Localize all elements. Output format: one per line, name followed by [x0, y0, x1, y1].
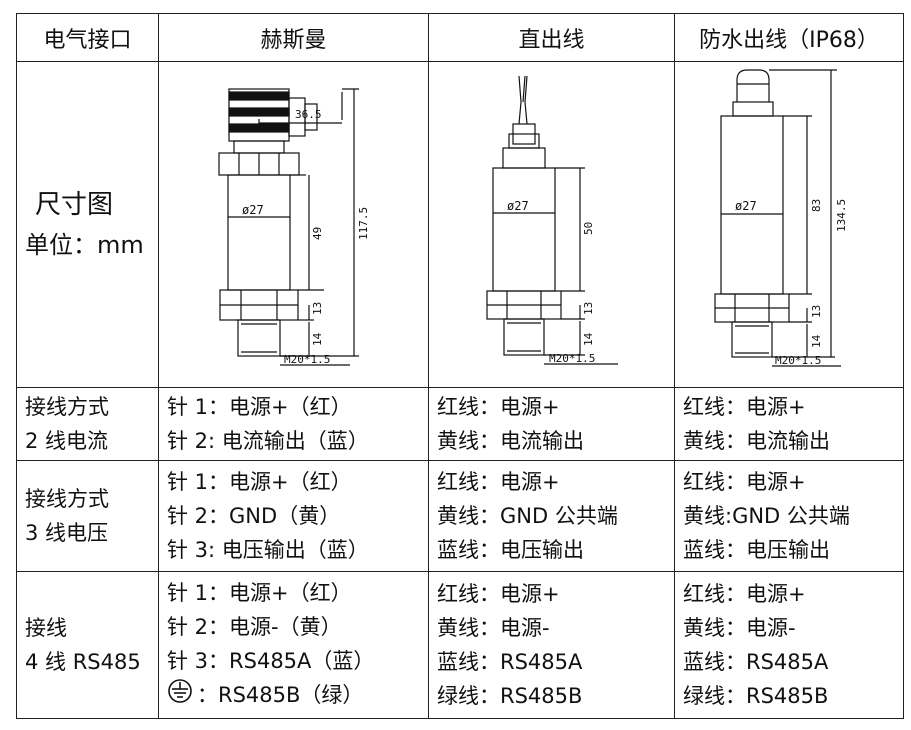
wiring-line: 黄线：电源-: [683, 616, 796, 640]
dim-diameter: ø27: [507, 199, 529, 213]
dim-total: 117.5: [357, 207, 370, 240]
wiring-line: 针 3：RS485A（蓝）: [167, 649, 375, 673]
waterproof-dimension-drawing: ø27 83 134.5 13 14 M20*1.5: [714, 69, 848, 367]
dim-thread-length: 14: [810, 334, 823, 348]
wiring-line: 针 1：电源+（红）: [167, 470, 352, 494]
dim-top-width: 36.5: [295, 108, 322, 121]
header-row: 电气接口 赫斯曼 直出线 防水出线（IP68）: [16, 13, 904, 62]
dim-thread-length: 14: [311, 332, 324, 346]
dim-total: 134.5: [835, 199, 848, 232]
row-label: 接线方式: [25, 395, 109, 419]
row-label: 接线: [25, 616, 67, 640]
wiring-line: 黄线：电流输出: [683, 429, 830, 453]
direct-wiring-cell: 红线：电源+ 黄线：电源- 蓝线：RS485A 绿线：RS485B: [428, 571, 675, 719]
direct-wiring-cell: 红线：电源+ 黄线：GND 公共端 蓝线：电压输出: [428, 460, 675, 572]
wiring-line: 针 2：电源-（黄）: [167, 615, 342, 639]
wiring-text: ：RS485B（绿）: [197, 683, 364, 707]
dim-hex: 13: [810, 305, 823, 318]
wiring-line-ground: ：RS485B（绿）: [159, 678, 428, 714]
wiring-row-2wire: 接线方式 2 线电流 针 1：电源+（红） 针 2: 电流输出（蓝） 红线：电源…: [16, 387, 904, 461]
wiring-line: 蓝线：RS485A: [437, 650, 583, 674]
dimension-label-cell: 尺寸图 单位：mm: [16, 61, 159, 388]
wiring-line: 针 3: 电压输出（蓝）: [167, 538, 369, 562]
row-label-cell: 接线 4 线 RS485: [16, 571, 159, 719]
row-label-cell: 接线方式 2 线电流: [16, 387, 159, 461]
wiring-line: 绿线：RS485B: [683, 684, 829, 708]
dim-hex: 13: [311, 302, 324, 315]
dim-thread: M20*1.5: [284, 353, 330, 366]
direct-dimension-drawing: ø27 50 13 14 M20*1.5: [486, 75, 618, 365]
dim-body: 83: [810, 199, 823, 212]
header-cell-hirschmann: 赫斯曼: [158, 13, 429, 62]
dim-body: 49: [311, 227, 324, 240]
wiring-line: 蓝线：RS485A: [683, 650, 829, 674]
dimension-label: 尺寸图: [35, 189, 114, 220]
hirschmann-drawing-cell: 36.5 ø27 49 117.5 13 14 M20*1.5: [158, 61, 429, 388]
hirschmann-wiring-cell: 针 1：电源+（红） 针 2：GND（黄） 针 3: 电压输出（蓝）: [158, 460, 429, 572]
waterproof-wiring-cell: 红线：电源+ 黄线：电流输出: [674, 387, 904, 461]
dim-diameter: ø27: [735, 199, 757, 213]
dimension-row: 尺寸图 单位：mm: [16, 61, 904, 388]
dim-body: 50: [582, 222, 595, 235]
dim-thread: M20*1.5: [549, 352, 595, 365]
wiring-line: 红线：电源+: [437, 582, 560, 606]
header-cell-direct: 直出线: [428, 13, 675, 62]
header-cell-interface: 电气接口: [16, 13, 159, 62]
dim-diameter: ø27: [242, 203, 264, 217]
waterproof-wiring-cell: 红线：电源+ 黄线:GND 公共端 蓝线：电压输出: [674, 460, 904, 572]
wiring-line: 针 2: 电流输出（蓝）: [167, 429, 369, 453]
waterproof-drawing-cell: ø27 83 134.5 13 14 M20*1.5: [674, 61, 904, 388]
dim-hex: 13: [582, 302, 595, 315]
wiring-line: 针 1：电源+（红）: [167, 395, 352, 419]
unit-label: 单位：mm: [25, 230, 144, 259]
wiring-line: 黄线：电流输出: [437, 429, 584, 453]
wiring-line: 蓝线：电压输出: [683, 538, 830, 562]
row-label: 4 线 RS485: [25, 650, 141, 674]
row-label: 2 线电流: [25, 429, 109, 453]
wiring-line: 红线：电源+: [683, 582, 806, 606]
wiring-line: 红线：电源+: [683, 395, 806, 419]
header-cell-waterproof: 防水出线（IP68）: [674, 13, 904, 62]
wiring-line: 红线：电源+: [437, 470, 560, 494]
hirschmann-wiring-cell: 针 1：电源+（红） 针 2：电源-（黄） 针 3：RS485A（蓝） ：RS4…: [158, 571, 429, 719]
hirschmann-dimension-drawing: 36.5 ø27 49 117.5 13 14 M20*1.5: [218, 88, 370, 366]
wiring-line: 黄线：电源-: [437, 616, 550, 640]
row-label-cell: 接线方式 3 线电压: [16, 460, 159, 572]
earth-ground-icon: [167, 678, 193, 714]
wiring-line: 红线：电源+: [437, 395, 560, 419]
wiring-line: 黄线：GND 公共端: [437, 504, 618, 528]
hirschmann-wiring-cell: 针 1：电源+（红） 针 2: 电流输出（蓝）: [158, 387, 429, 461]
direct-drawing-cell: ø27 50 13 14 M20*1.5: [428, 61, 675, 388]
dim-thread-length: 14: [582, 332, 595, 346]
direct-wiring-cell: 红线：电源+ 黄线：电流输出: [428, 387, 675, 461]
row-label: 接线方式: [25, 487, 109, 511]
spec-table: 电气接口 赫斯曼 直出线 防水出线（IP68） 尺寸图 单位：mm: [16, 13, 904, 719]
waterproof-wiring-cell: 红线：电源+ 黄线：电源- 蓝线：RS485A 绿线：RS485B: [674, 571, 904, 719]
wiring-line: 红线：电源+: [683, 470, 806, 494]
wiring-row-rs485: 接线 4 线 RS485 针 1：电源+（红） 针 2：电源-（黄） 针 3：R…: [16, 571, 904, 719]
wiring-line: 针 2：GND（黄）: [167, 504, 341, 528]
wiring-line: 针 1：电源+（红）: [167, 581, 352, 605]
row-label: 3 线电压: [25, 521, 109, 545]
wiring-line: 绿线：RS485B: [437, 684, 583, 708]
wiring-line: 黄线:GND 公共端: [683, 504, 850, 528]
wiring-row-3wire: 接线方式 3 线电压 针 1：电源+（红） 针 2：GND（黄） 针 3: 电压…: [16, 460, 904, 572]
dim-thread: M20*1.5: [775, 354, 821, 367]
wiring-line: 蓝线：电压输出: [437, 538, 584, 562]
